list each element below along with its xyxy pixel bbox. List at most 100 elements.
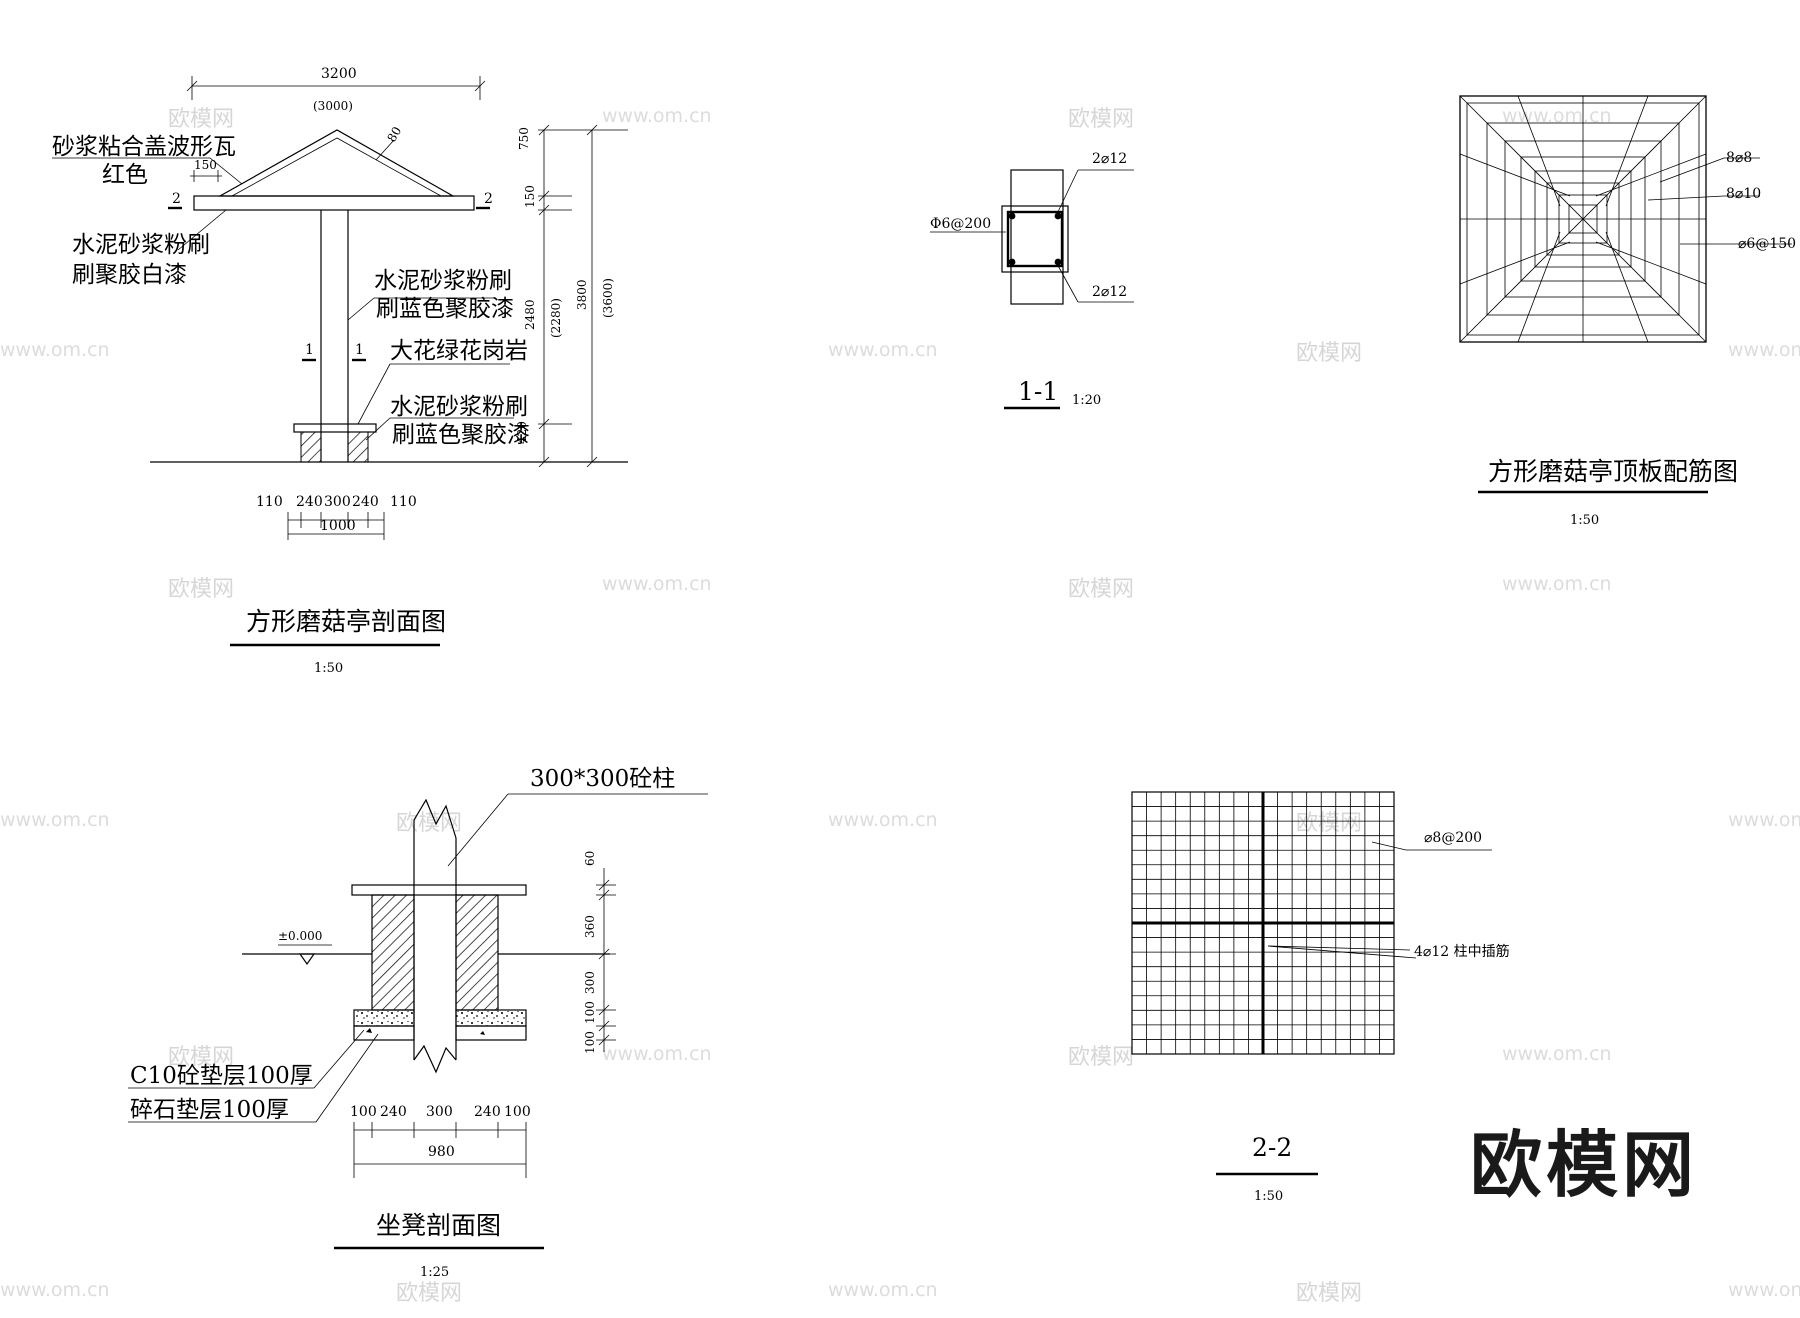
dim-h-total-alt: (3600) [601,278,615,318]
dim-h-bench: 420 [515,421,529,444]
watermark-url: www.om.cn [602,1043,712,1065]
watermark-url: www.om.cn [1728,339,1800,361]
dim-h-roof: 750 [517,127,531,150]
label-bar-c: ⌀6@150 [1738,236,1796,252]
dim-b-5: 100 [504,1104,531,1120]
label-top-bar: 2⌀12 [1092,151,1127,167]
label-bar-b: 8⌀10 [1726,186,1761,202]
bench-leg-right [347,431,369,463]
roof-outline [217,129,456,197]
dim-eave: 150 [194,158,217,172]
view-title: 1-1 [1018,377,1058,406]
note-stone: 大花绿花岗岩 [390,338,528,364]
label-stirrup: Φ6@200 [930,216,991,232]
watermark-url: www.om.cn [0,339,110,361]
watermark-logo: 欧模网 [1296,341,1362,366]
note-roof-line1: 砂浆粘合盖波形瓦 [52,134,236,160]
label-c10: C10砼垫层100厚 [130,1063,313,1089]
gravel-pad-left [353,1025,415,1041]
view-title: 坐凳剖面图 [376,1211,501,1240]
dim-h-column: 2480 [523,299,537,330]
watermark-logo: 欧模网 [396,1281,462,1306]
label-gravel: 碎石垫层100厚 [130,1097,289,1123]
watermark-logo: 欧模网 [1068,107,1134,132]
stirrup [1006,210,1064,268]
view-scale: 1:50 [314,661,343,676]
watermark-logo: 欧模网 [396,811,462,836]
watermark-url: www.om.cn [1728,809,1800,831]
dim-v-100b: 100 [583,1031,597,1054]
watermark-url: www.om.cn [1728,1279,1800,1301]
note-bench-line1: 水泥砂浆粉刷 [390,394,528,420]
watermark-logo: 欧模网 [1296,811,1362,836]
bench-top-plate [351,884,527,896]
dim-total-width: 3200 [321,66,357,82]
watermark-url: www.om.cn [1502,1043,1612,1065]
dim-roof-thickness: 80 [384,124,404,144]
dim-b-4: 240 [474,1104,501,1120]
bench-wall-left [371,894,415,1011]
dim-h-total: 3800 [575,279,589,310]
watermark-url: www.om.cn [0,1279,110,1301]
dim-bottom-5: 110 [390,494,417,510]
watermark-logo: 欧模网 [168,577,234,602]
view-title: 方形磨菇亭剖面图 [246,607,446,636]
dim-bottom-3: 300 [324,494,351,510]
section-1-1-view: 2⌀12 Φ6@200 2⌀12 1-1 1:20 [930,151,1134,410]
view-scale: 1:50 [1254,1189,1283,1204]
watermark-logo: 欧模网 [1068,577,1134,602]
dim-h-column-alt: (2280) [549,298,563,338]
dim-h-slab: 150 [523,185,537,208]
column-break-bottom [413,1044,457,1074]
label-mesh: ⌀8@200 [1424,830,1482,846]
bench-section-view: ±0.000 300*300砼柱 C10砼垫层100厚 碎石垫层100厚 60 … [128,766,708,1280]
section-mark-2-left: 2 [172,191,181,207]
watermark-logo: 欧模网 [1296,1281,1362,1306]
watermark-url: www.om.cn [602,573,712,595]
label-dowel: 4⌀12 柱中插筋 [1414,943,1510,960]
dim-b-2: 240 [380,1104,407,1120]
site-logo: 欧模网 [1470,1123,1698,1207]
watermark-url: www.om.cn [828,339,938,361]
bench-top [293,423,377,433]
view-title: 方形磨菇亭顶板配筋图 [1488,457,1738,486]
dim-v-360: 360 [583,915,597,938]
note-column-line2: 刷蓝色聚胶漆 [376,296,514,322]
label-bottom-bar: 2⌀12 [1092,284,1127,300]
view-title: 2-2 [1252,1133,1292,1162]
dim-b-total: 980 [428,1144,455,1160]
roof-slab [193,195,475,211]
watermark-url: www.om.cn [828,1279,938,1301]
column-break-top [413,798,457,839]
note-bench-line2: 刷蓝色聚胶漆 [392,422,530,448]
dim-total-width-alt: (3000) [313,99,353,113]
note-slab-line2: 刷聚胶白漆 [72,262,187,288]
section-2-2-view: ⌀8@200 4⌀12 柱中插筋 2-2 1:50 [1131,791,1510,1204]
pavilion-section-view: 3200 (3000) 80 1 1 2 2 150 [52,66,628,676]
dim-bottom-4: 240 [352,494,379,510]
note-roof-line2: 红色 [102,162,148,188]
roof-inner-line [231,137,442,197]
view-scale: 1:50 [1570,513,1599,528]
label-column: 300*300砼柱 [530,766,675,792]
bench-wall-right [455,894,499,1011]
watermark-logo: 欧模网 [168,107,234,132]
watermark-layer: 欧模网 欧模网 欧模网 欧模网 欧模网 欧模网 欧模网 欧模网 欧模网 欧模网 … [0,105,1800,1306]
label-bar-a: 8⌀8 [1726,150,1752,166]
dim-v-300: 300 [583,971,597,994]
view-scale: 1:20 [1072,393,1101,408]
watermark-logo: 欧模网 [168,1045,234,1070]
note-column-line1: 水泥砂浆粉刷 [374,268,512,294]
dim-v-60: 60 [583,851,597,866]
c10-pad-right [455,1009,527,1027]
section-mark-2-right: 2 [484,191,493,207]
view-scale: 1:25 [420,1265,449,1280]
gravel-pad-right [455,1025,527,1041]
dim-bottom-1: 110 [256,494,283,510]
dim-bottom-total: 1000 [320,518,356,534]
section-mark-1-right: 1 [355,342,364,358]
roof-plan-view: 8⌀8 8⌀10 ⌀6@150 方形磨菇亭顶板配筋图 1:50 [1459,95,1796,528]
watermark-url: www.om.cn [828,809,938,831]
bench-leg-left [300,431,322,463]
